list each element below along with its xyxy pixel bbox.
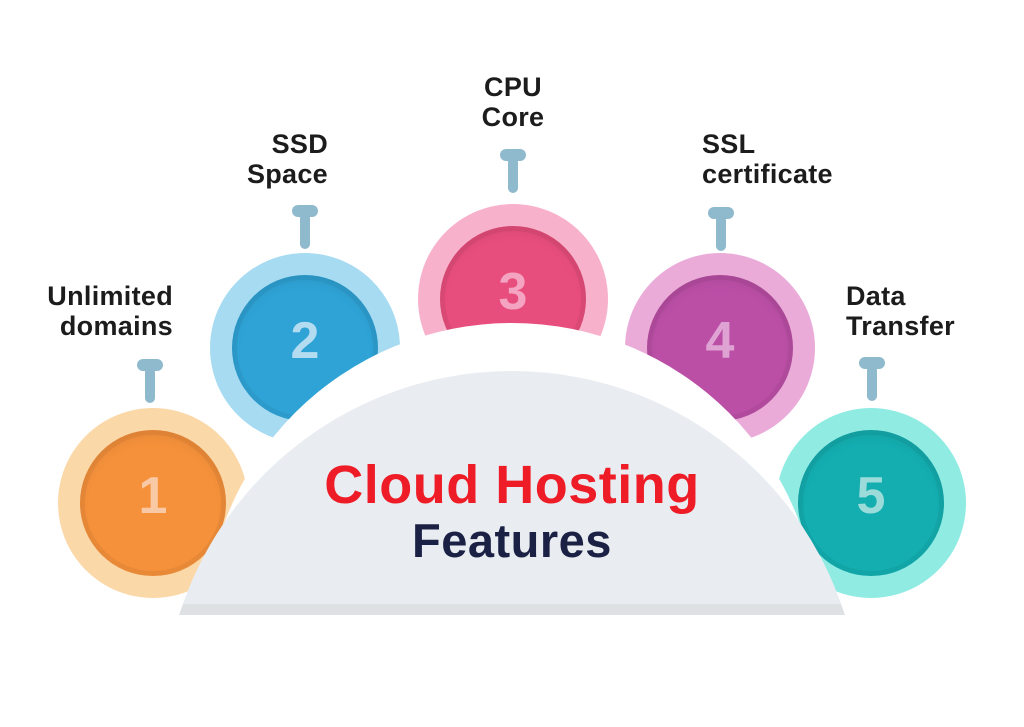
pin-icon-3-cap (500, 149, 526, 161)
feature-1-label: Unlimited domains (47, 281, 173, 341)
pin-icon-3-stem (508, 157, 518, 193)
pin-icon-4 (708, 207, 734, 251)
feature-5-number: 5 (856, 467, 886, 525)
pin-icon-3 (500, 149, 526, 193)
feature-circle-5-inner: 5 (798, 430, 944, 576)
feature-1-label-line1: Unlimited (47, 281, 173, 311)
page-title-line1: Cloud Hosting (324, 455, 700, 515)
pin-icon-1-cap (137, 359, 163, 371)
pin-icon-4-cap (708, 207, 734, 219)
pin-icon-1 (137, 359, 163, 403)
feature-1-number: 1 (138, 467, 168, 525)
feature-5-label: Data Transfer (846, 281, 955, 341)
pin-icon-2 (292, 205, 318, 249)
pin-icon-5-stem (867, 365, 877, 401)
feature-3-number: 3 (498, 263, 528, 321)
pin-icon-2-cap (292, 205, 318, 217)
feature-2-label: SSD Space (247, 129, 328, 189)
dome-base-shadow (163, 604, 861, 615)
page-title: Cloud Hosting Features (212, 456, 812, 568)
feature-2-label-line1: SSD (271, 129, 328, 159)
pin-icon-5-cap (859, 357, 885, 369)
feature-1-label-line2: domains (59, 311, 173, 341)
feature-4-label: SSL certificate (702, 129, 833, 189)
feature-3-label-line1: CPU (484, 72, 542, 102)
feature-3-label-line2: Core (481, 102, 545, 132)
feature-5-label-line1: Data (846, 281, 906, 311)
pin-icon-5 (859, 357, 885, 401)
feature-2-number: 2 (290, 312, 320, 370)
pin-icon-2-stem (300, 213, 310, 249)
pin-icon-4-stem (716, 215, 726, 251)
feature-4-label-line1: SSL (702, 129, 756, 159)
feature-circle-1: 1 (58, 408, 248, 598)
feature-4-number: 4 (705, 312, 735, 370)
feature-circle-1-inner: 1 (80, 430, 226, 576)
page-title-line2: Features (412, 514, 612, 567)
pin-icon-1-stem (145, 367, 155, 403)
feature-5-label-line2: Transfer (846, 311, 955, 341)
feature-3-label: CPU Core (413, 72, 613, 132)
feature-2-label-line2: Space (246, 159, 328, 189)
dome-clip-area (163, 371, 861, 615)
feature-4-label-line2: certificate (702, 159, 833, 189)
